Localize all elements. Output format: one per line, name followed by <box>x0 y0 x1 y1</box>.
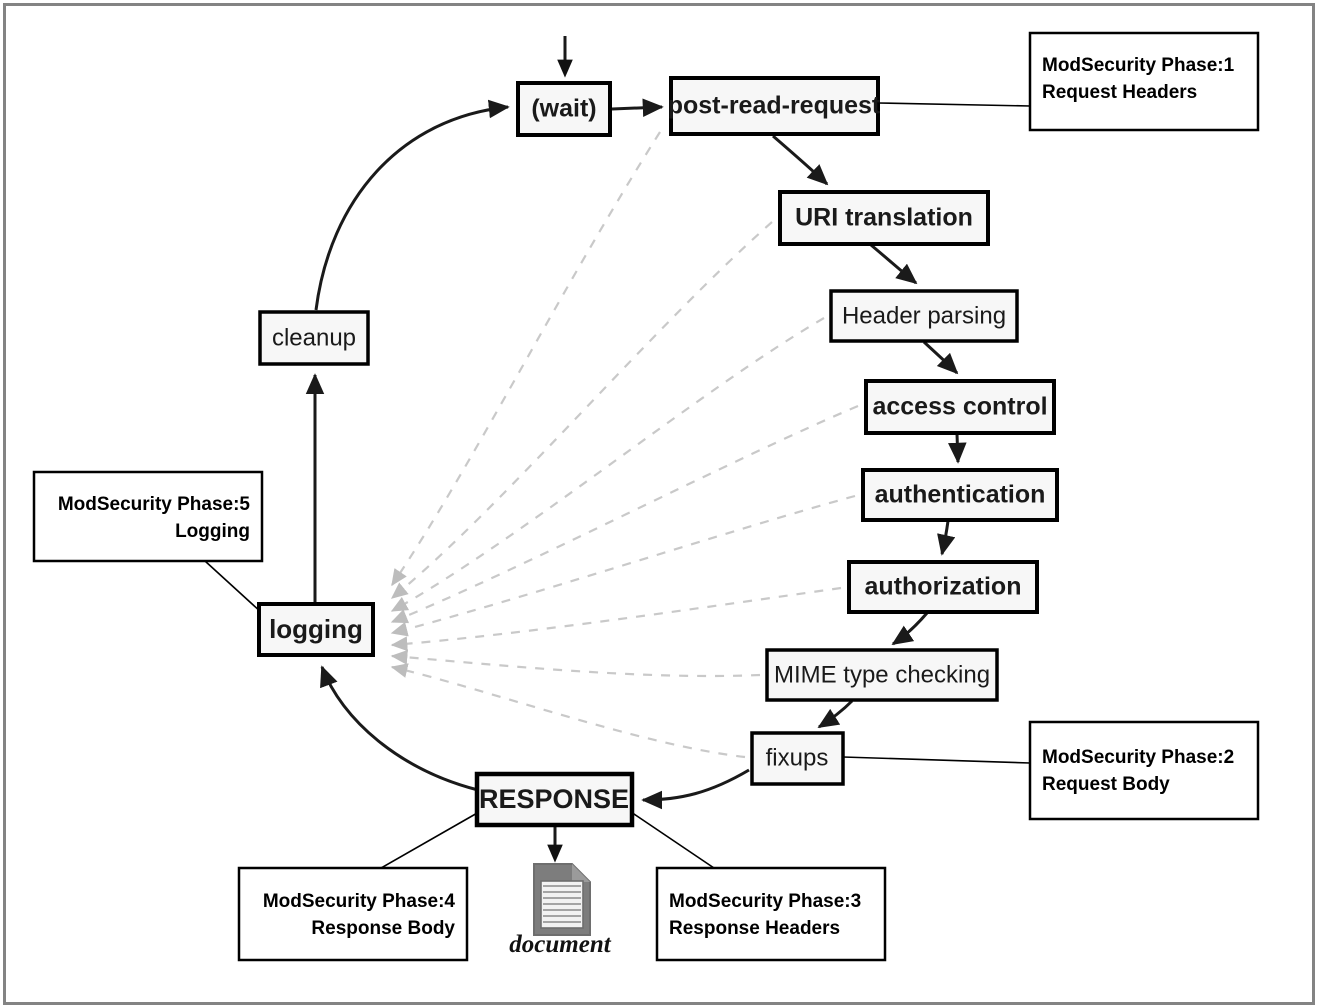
node-fixups[interactable]: fixups <box>750 731 845 786</box>
edge-mime-type-checking-to-fixups <box>817 699 854 729</box>
dashed-arrow-header-parsing <box>390 317 825 612</box>
dashed-arrow-authorization <box>390 586 842 652</box>
annotations: ModSecurity Phase:1 Request Headers ModS… <box>32 31 1260 962</box>
node-authentication[interactable]: authentication <box>861 468 1059 522</box>
annotation-phase4-line1: ModSecurity Phase:4 <box>263 891 456 912</box>
edge-authentication-to-authorization <box>937 520 956 556</box>
edge-authorization-to-mime-type-checking <box>891 612 929 646</box>
leader-phase1 <box>877 102 1031 107</box>
dashed-arrow-uri-translation <box>390 221 773 599</box>
annotation-phase3[interactable]: ModSecurity Phase:3 Response Headers <box>655 866 887 962</box>
document-icon-label: document <box>509 931 611 958</box>
annotation-phase2-line1: ModSecurity Phase:2 <box>1042 747 1234 768</box>
edge-post-read-request-to-uri-translation <box>772 134 829 186</box>
annotation-phase2-line2: Request Body <box>1042 774 1170 795</box>
dashed-arrows-to-logging <box>390 131 859 759</box>
dashed-arrow-post-read-request <box>391 131 661 587</box>
nodes: (wait) post-read-request URI translation… <box>257 76 1059 828</box>
edge-uri-translation-to-header-parsing <box>870 243 918 285</box>
node-logging-label: logging <box>269 614 363 644</box>
annotation-phase5-line2: Logging <box>175 521 250 542</box>
node-post-read-request-label: post-read-request <box>668 92 881 120</box>
dashed-arrow-mime-type-checking <box>390 649 761 678</box>
node-authorization-label: authorization <box>865 573 1022 601</box>
annotation-phase3-line2: Response Headers <box>669 918 840 939</box>
node-wait[interactable]: (wait) <box>516 81 612 137</box>
node-post-read-request[interactable]: post-read-request <box>668 76 881 136</box>
node-mime-type-checking[interactable]: MIME type checking <box>765 648 999 702</box>
leader-phase4 <box>380 811 480 869</box>
edge-wait-to-post-read-request <box>611 98 664 118</box>
node-uri-translation-label: URI translation <box>795 204 973 232</box>
leader-phase5 <box>204 560 263 614</box>
annotation-phase5-line1: ModSecurity Phase:5 <box>58 494 251 515</box>
dashed-arrow-access-control <box>390 404 859 624</box>
node-response[interactable]: RESPONSE <box>474 771 635 828</box>
annotation-phase3-line1: ModSecurity Phase:3 <box>669 891 861 912</box>
node-authorization[interactable]: authorization <box>847 560 1039 614</box>
edge-header-parsing-to-access-control <box>922 340 959 375</box>
node-fixups-label: fixups <box>766 744 829 771</box>
edge-fixups-to-response <box>641 768 750 810</box>
node-mime-type-checking-label: MIME type checking <box>774 661 990 688</box>
node-uri-translation[interactable]: URI translation <box>778 190 990 246</box>
node-access-control[interactable]: access control <box>864 379 1056 435</box>
document-icon <box>533 863 591 936</box>
leader-phase2 <box>842 756 1031 764</box>
dashed-arrow-authentication <box>390 494 856 637</box>
node-wait-label: (wait) <box>531 95 596 123</box>
annotation-phase1-line1: ModSecurity Phase:1 <box>1042 55 1235 76</box>
annotation-phase4-line2: Response Body <box>311 918 455 939</box>
annotation-leader-lines <box>204 102 1031 869</box>
annotation-phase1-line2: Request Headers <box>1042 82 1197 103</box>
node-response-label: RESPONSE <box>479 784 629 814</box>
node-cleanup[interactable]: cleanup <box>258 310 370 366</box>
edge-access-control-to-authentication <box>948 433 967 464</box>
node-access-control-label: access control <box>872 393 1047 421</box>
node-header-parsing-label: Header parsing <box>842 302 1006 329</box>
annotation-phase2[interactable]: ModSecurity Phase:2 Request Body <box>1028 720 1260 821</box>
leader-phase3 <box>630 811 715 869</box>
flow-edges <box>305 36 967 863</box>
node-logging[interactable]: logging <box>257 602 375 657</box>
dashed-arrow-fixups <box>390 663 746 759</box>
edge-cleanup-to-wait <box>314 99 510 311</box>
edge-response-to-logging <box>320 665 479 792</box>
node-authentication-label: authentication <box>875 481 1046 509</box>
annotation-phase5[interactable]: ModSecurity Phase:5 Logging <box>32 470 264 563</box>
annotation-phase1[interactable]: ModSecurity Phase:1 Request Headers <box>1028 31 1260 132</box>
node-header-parsing[interactable]: Header parsing <box>829 289 1019 343</box>
annotation-phase4[interactable]: ModSecurity Phase:4 Response Body <box>237 866 469 962</box>
node-cleanup-label: cleanup <box>272 324 356 351</box>
